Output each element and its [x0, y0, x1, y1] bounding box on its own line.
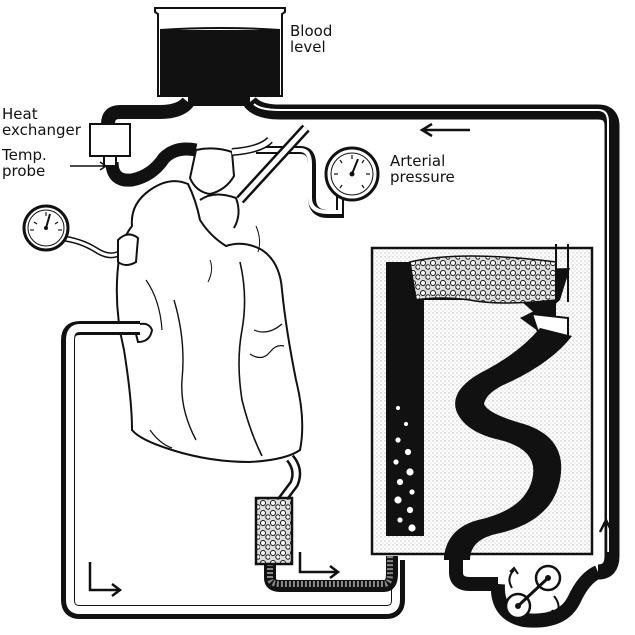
flow-arrow-icon — [300, 552, 338, 578]
blood-reservoir — [155, 8, 285, 106]
heart-illustration — [117, 140, 302, 462]
left-pressure-gauge — [24, 206, 118, 255]
aortic-cannula — [240, 128, 306, 200]
label-temp-probe-line1: Temp. — [2, 148, 47, 163]
roller-pump — [498, 566, 598, 621]
oxygenator — [372, 244, 592, 560]
label-heat-exchanger-line2: exchanger — [2, 123, 81, 138]
vent-filter — [256, 498, 292, 564]
label-temp-probe-line2: probe — [2, 164, 45, 179]
label-arterial-pressure-line1: Arterial — [390, 154, 445, 169]
label-blood-level-line1: Blood — [290, 24, 332, 39]
pump-inlet-line — [456, 556, 498, 584]
flow-arrow-icon — [90, 562, 120, 596]
label-blood-level-line2: level — [290, 40, 326, 55]
label-heat-exchanger-line1: Heat — [2, 107, 38, 122]
flow-arrow-icon — [422, 124, 470, 136]
label-arterial-pressure-line2: pressure — [390, 170, 455, 185]
